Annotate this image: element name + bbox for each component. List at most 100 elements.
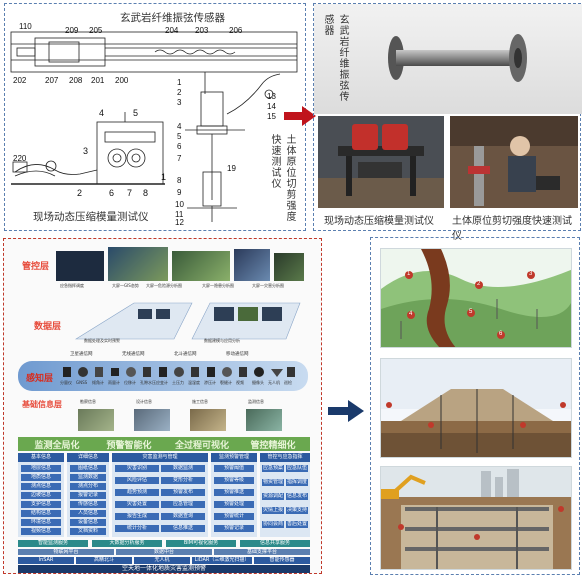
embankment-scene-image (381, 359, 571, 457)
column-item: 视频信息 (21, 528, 61, 535)
column-item: 善后处置 (286, 521, 308, 528)
goal-banner: 监测全局化 预警智能化 全过程可视化 管控精细化 (18, 437, 310, 451)
sensor-item: 孔隙水压 (140, 380, 156, 385)
goal-item: 监测全局化 (34, 441, 80, 451)
column-item: 指挥调度 (286, 479, 308, 486)
part-number: 205 (89, 26, 103, 35)
part-number: 206 (229, 26, 243, 35)
sensor-item: 土压力 (172, 380, 184, 385)
column-item: 应急管理 (161, 501, 205, 508)
column-title: 监测预警管理 (211, 453, 257, 462)
support-band: 数据中台 (116, 549, 212, 555)
part-number: 4 (99, 108, 105, 118)
column-item: 报警记录 (70, 492, 106, 499)
column-item: 边坡信息 (21, 492, 61, 499)
part-number: 201 (91, 76, 105, 85)
sensor-item: 渗压计 (204, 380, 216, 385)
part-number: 2 (77, 188, 83, 198)
slope-monitoring-scene: 1 2 3 4 5 6 (380, 248, 572, 348)
base-info-item: 设计信息 (136, 399, 152, 404)
sensor-device-icons (63, 367, 295, 377)
monitoring-scenes-panel: 1 2 3 4 5 6 (370, 237, 580, 575)
marker-number: 4 (409, 311, 413, 317)
column-item: 预警记录 (214, 525, 254, 532)
column-item: 信息发布 (286, 493, 308, 500)
sensor-rod-image (388, 34, 527, 82)
network-item: 无线通信网 (122, 352, 145, 357)
screen-caption: 大屏一危险源分析图 (146, 283, 182, 288)
column-item: 资源调配 (262, 493, 284, 500)
sensor-item: GNSS (76, 380, 88, 385)
function-column: 管控与应急指挥 应急预案 应急队伍 物资管理 指挥调度 资源调配 信息发布 灾情… (260, 453, 310, 537)
column-item: 文档资料 (70, 528, 106, 535)
screen-caption: 应急指挥调度 (60, 283, 84, 288)
function-columns: 基本信息 地层信息 地质信息 测点信息 边坡信息 支护信息 结构信息 环境信息 … (18, 453, 310, 537)
part-number: 7 (177, 154, 182, 163)
column-title: 基本信息 (18, 453, 64, 462)
part-number: 200 (115, 76, 129, 85)
service-band: 智能监测服务 (18, 540, 88, 547)
function-column: 详细信息 图纸信息 监测数据 测点分布 报警记录 传感信息 人员信息 设备信息 … (67, 453, 109, 537)
column-item: 物资管理 (262, 479, 284, 486)
column-item: 预警等级 (214, 477, 254, 484)
column-title: 管控与应急指挥 (260, 453, 310, 462)
instrument-photos-panel: 玄武岩纤维振弦传感器 现场动态压缩模量测试仪 土体原位剪切强度快速测试仪 (313, 3, 582, 242)
column-item: 预警处理 (214, 501, 254, 508)
compression-photo-caption: 现场动态压缩模量测试仪 (324, 216, 434, 227)
marker-number: 1 (407, 271, 411, 277)
part-number: 8 (143, 188, 149, 198)
column-item: 结构信息 (21, 510, 61, 517)
column-title: 详细信息 (67, 453, 109, 462)
column-item: 趋势预测 (115, 489, 159, 496)
screen-thumbnail (234, 249, 270, 281)
tech-band: 无人机 (134, 557, 190, 564)
base-info-item: 勘察信息 (80, 399, 96, 404)
screen-caption: 大屏一GIS态势 (112, 283, 139, 288)
survey-thumbnail (78, 409, 114, 431)
part-number: 110 (19, 22, 32, 31)
column-item: 信息推送 (161, 525, 205, 532)
sensor-item: 巡检 (284, 380, 292, 385)
column-item: 设备信息 (70, 519, 106, 526)
part-number: 10 (175, 200, 184, 209)
part-number: 13 (267, 92, 276, 101)
base-info-layer-label: 基础信息层 (22, 400, 62, 409)
instrument-drawings-panel: 玄武岩纤维振弦传感器 (4, 3, 306, 231)
network-item: 移动通信网 (226, 352, 249, 357)
column-item: 图纸信息 (70, 465, 106, 472)
column-item: 风险评估 (115, 477, 159, 484)
part-number: 2 (177, 88, 182, 97)
part-number: 3 (83, 146, 89, 156)
column-item: 地质信息 (21, 474, 61, 481)
part-number: 207 (45, 76, 59, 85)
part-number: 6 (177, 142, 182, 151)
shear-photo-caption: 土体原位剪切强度快速测试仪 (452, 216, 572, 242)
support-band: 基础支撑平台 (214, 549, 310, 555)
service-band: BIM可视化服务 (166, 540, 236, 547)
column-item: 数据查询 (161, 513, 205, 520)
goal-item: 全过程可视化 (174, 441, 229, 451)
column-item: 应急队伍 (286, 465, 308, 472)
sensor-photo-label: 玄武岩纤维振弦传感器 (322, 14, 348, 102)
column-item: 应急预案 (262, 465, 284, 472)
column-item: 协同会商 (262, 521, 284, 528)
column-title: 灾害监测与管理 (112, 453, 208, 462)
function-column: 灾害监测与管理 灾害识别 数据监测 风险评估 变形分析 趋势预测 预警发布 灾害… (112, 453, 208, 537)
part-number: 3 (177, 98, 182, 107)
embankment-monitoring-scene (380, 358, 572, 458)
sensor-item: 视频 (236, 380, 244, 385)
column-item: 报告生成 (115, 513, 159, 520)
network-item: 北斗通信网 (174, 352, 197, 357)
data-layer-label: 数据层 (34, 322, 62, 332)
column-item: 监测数据 (70, 474, 106, 481)
part-number: 14 (267, 102, 276, 111)
part-number: 8 (177, 176, 182, 185)
monitoring-thumbnail (246, 409, 282, 431)
column-item: 灾情上报 (262, 507, 284, 514)
sensor-item: 摄像头 (252, 380, 264, 385)
compression-tester-photo (318, 116, 444, 208)
compression-tester-image (318, 116, 444, 208)
data-layer-item: 数据建模与应用分析 (204, 338, 240, 343)
sensor-item: 雨量计 (108, 380, 120, 385)
data-layer-item: 数据处理及实时预警 (84, 338, 120, 343)
